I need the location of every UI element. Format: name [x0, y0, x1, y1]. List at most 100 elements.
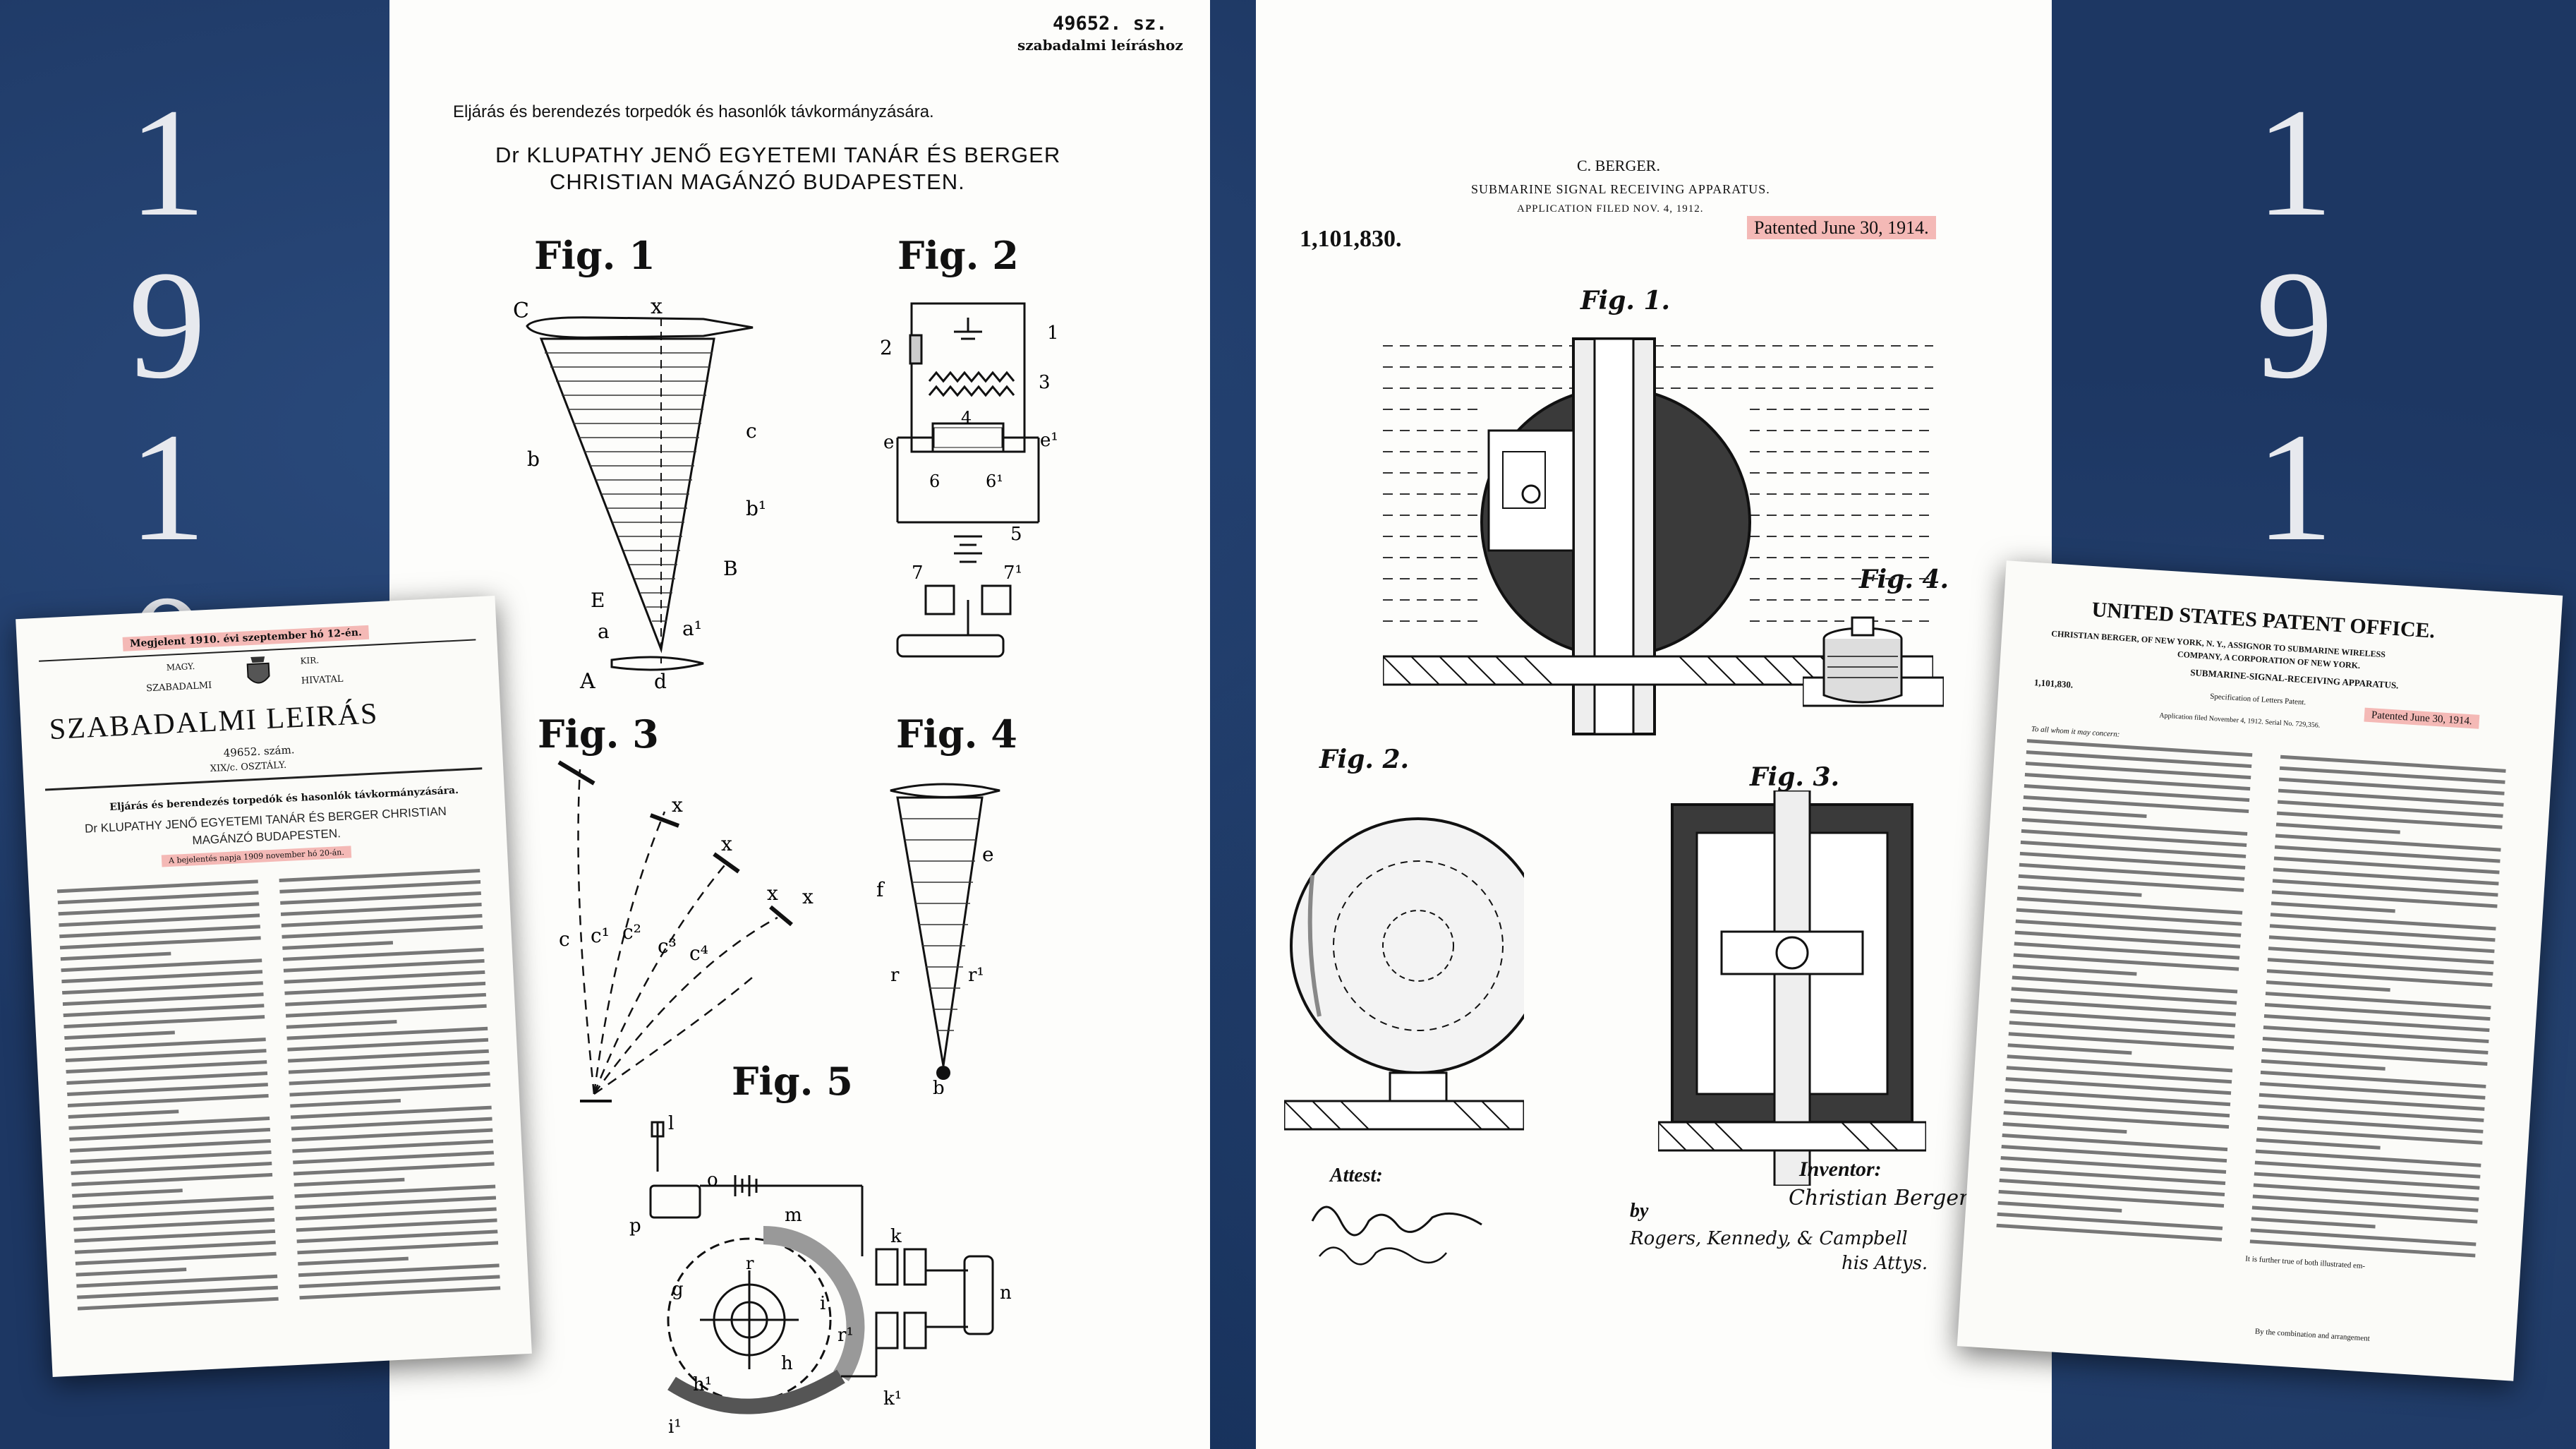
- body-text-line: [2012, 975, 2238, 994]
- body-text-line: [2265, 992, 2491, 1010]
- body-text-line: [279, 869, 480, 882]
- us-fig-3-label: Fig. 3.: [1750, 762, 1840, 792]
- body-text-line: [288, 1049, 489, 1063]
- svg-text:7¹: 7¹: [1003, 563, 1022, 584]
- body-text-line: [2026, 739, 2253, 757]
- fig-3-label: Fig. 3: [538, 711, 659, 757]
- us-patent-inventor: C. BERGER.: [1577, 157, 1660, 174]
- body-text-line: [2273, 856, 2500, 874]
- us-patent-drawing-page: C. BERGER. SUBMARINE SIGNAL RECEIVING AP…: [1256, 0, 2052, 1449]
- year-digit: 1: [2256, 401, 2333, 573]
- svg-text:b: b: [527, 447, 540, 471]
- body-text-line: [2272, 879, 2498, 897]
- body-text-line: [286, 1026, 488, 1040]
- body-text-line: [2003, 1111, 2230, 1129]
- svg-text:r¹: r¹: [968, 965, 984, 986]
- body-text-line: [2254, 1160, 2481, 1179]
- year-digit: 1: [128, 401, 206, 573]
- body-text-line: [293, 1150, 495, 1165]
- body-text-line: [77, 1285, 278, 1299]
- body-text-line: [63, 1004, 265, 1018]
- us-patent-number: 1,101,830.: [1300, 226, 1402, 252]
- body-text-line: [66, 1071, 268, 1086]
- body-text-line: [2259, 1081, 2486, 1100]
- body-text-line: [2021, 817, 2248, 836]
- body-text-line: [67, 1083, 268, 1096]
- body-text-line: [69, 1127, 271, 1141]
- body-text-line: [2023, 795, 2249, 814]
- year-digit: 1: [2256, 76, 2333, 248]
- attest-label: Attest:: [1330, 1165, 1383, 1186]
- year-digit: 9: [2256, 239, 2333, 411]
- body-text-line: [60, 951, 171, 961]
- card-class: XIX/c. OSZTÁLY.: [210, 759, 287, 775]
- body-text-line: [287, 1038, 489, 1052]
- body-text-line: [297, 1241, 499, 1255]
- body-text-line: [61, 970, 263, 984]
- svg-text:c: c: [746, 419, 757, 443]
- body-text-line: [68, 1110, 179, 1119]
- body-text-line: [1999, 1178, 2225, 1196]
- patent-number: 49652. sz.: [1053, 13, 1168, 35]
- body-text-line: [72, 1195, 274, 1209]
- body-text-line: [2256, 1138, 2381, 1150]
- body-text-line: [1998, 1189, 2225, 1208]
- attys-label: his Attys.: [1842, 1253, 1928, 1274]
- us-fig-1-label: Fig. 1.: [1580, 286, 1671, 315]
- svg-text:r: r: [890, 965, 900, 986]
- us-body-text-columns: [1996, 739, 2506, 1258]
- body-text-line: [2280, 754, 2506, 773]
- body-text-line: [2275, 834, 2501, 852]
- inventor-label: Inventor:: [1799, 1158, 1882, 1181]
- svg-text:x: x: [651, 296, 663, 319]
- fig-2-drawing: 2 1 3 e e¹ 4 6 6¹ 5 7 7¹: [880, 302, 1059, 658]
- us-card-application: Application filed November 4, 1912. Seri…: [2159, 711, 2321, 730]
- body-text-line: [294, 1184, 496, 1198]
- body-text-line: [64, 1015, 265, 1029]
- patent-inventors-line2: CHRISTIAN MAGÁNZÓ BUDAPESTEN.: [550, 169, 965, 194]
- body-text-line: [2257, 1115, 2484, 1134]
- patented-highlight: Patented June 30, 1914.: [2364, 707, 2480, 729]
- body-text-line: [2263, 1025, 2489, 1044]
- body-text-line: [296, 1229, 498, 1244]
- body-text-line: [2005, 1077, 2232, 1095]
- svg-text:c: c: [559, 927, 570, 951]
- body-text-line: [61, 981, 263, 995]
- us-fig-4-drawing: [1803, 616, 1944, 707]
- body-text-line: [2276, 811, 2503, 829]
- svg-text:i: i: [820, 1293, 826, 1314]
- body-text-line: [284, 981, 486, 995]
- svg-text:1: 1: [1047, 323, 1059, 344]
- body-text-line: [282, 925, 483, 939]
- svg-text:6¹: 6¹: [986, 471, 1003, 491]
- body-text-line: [2253, 1183, 2479, 1201]
- us-fig-2-drawing: [1284, 817, 1524, 1131]
- body-text-line: [2269, 924, 2496, 942]
- body-text-line: [294, 1177, 405, 1187]
- body-text-line: [75, 1268, 187, 1277]
- body-text-line: [2258, 1093, 2485, 1111]
- svg-text:B: B: [723, 557, 738, 580]
- body-text-line: [2255, 1149, 2481, 1167]
- body-text-line: [2251, 1217, 2376, 1229]
- body-text-line: [2250, 1228, 2477, 1246]
- us-specification-card: UNITED STATES PATENT OFFICE. CHRISTIAN B…: [1957, 560, 2563, 1381]
- body-text-line: [285, 1004, 487, 1018]
- body-text-line: [2275, 822, 2400, 834]
- body-text-line: [2267, 958, 2493, 976]
- svg-text:a¹: a¹: [682, 617, 702, 640]
- body-text-line: [68, 1117, 270, 1130]
- fig-5-label: Fig. 5: [732, 1059, 853, 1104]
- body-text-line: [2024, 773, 2251, 791]
- us-card-patented: Patented June 30, 1914.: [2364, 707, 2480, 729]
- us-card-spec: Specification of Letters Patent.: [2209, 692, 2306, 707]
- body-text-line: [2016, 908, 2242, 926]
- body-text-line: [64, 1038, 266, 1052]
- year-digit: 9: [128, 239, 206, 411]
- patented-date-highlight: Patented June 30, 1914.: [1747, 216, 1936, 239]
- patent-number-sub: szabadalmi leíráshoz: [1017, 37, 1183, 54]
- body-text-line: [2007, 1043, 2132, 1055]
- body-text-line: [74, 1240, 276, 1254]
- body-text-line: [77, 1297, 279, 1311]
- body-text-line: [2016, 896, 2243, 915]
